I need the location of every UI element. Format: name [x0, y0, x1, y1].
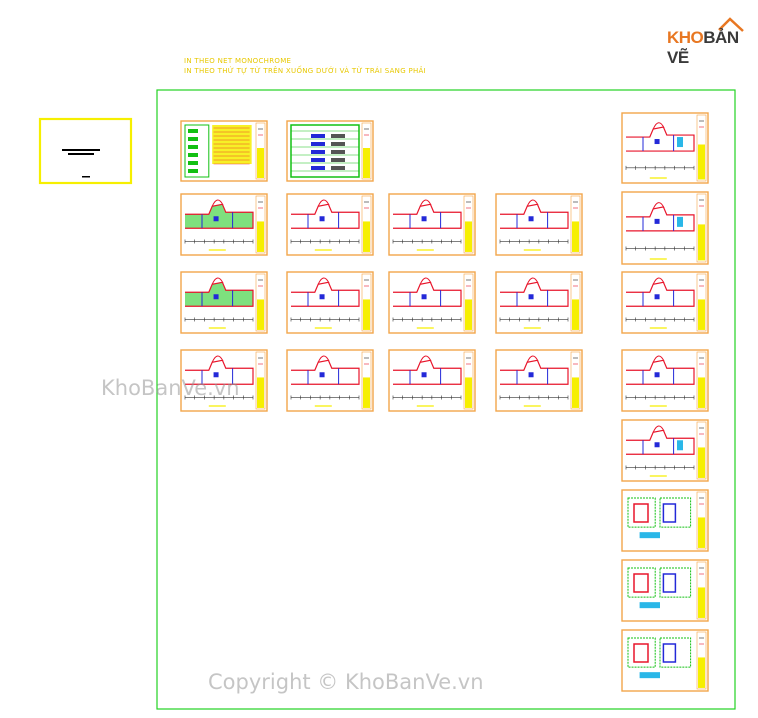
drawing-sheet-s1 — [180, 120, 268, 182]
drawing-sheet-r2c3 — [388, 271, 476, 334]
drawing-sheet-col8 — [621, 629, 709, 692]
kho-ban-ve-logo: KHOBẢN VẼ — [667, 14, 747, 67]
drawing-sheet-col1 — [621, 112, 709, 184]
drawing-sheet-col2 — [621, 191, 709, 265]
watermark-bottom: Copyright © KhoBanVe.vn — [208, 670, 484, 694]
drawing-sheet-r1c4 — [495, 193, 583, 256]
drawing-sheet-r1c1 — [180, 193, 268, 256]
drawing-sheet-col3 — [621, 271, 709, 334]
drawing-sheet-col5 — [621, 419, 709, 482]
drawing-sheet-r1c3 — [388, 193, 476, 256]
drawing-sheet-r3c3 — [388, 349, 476, 412]
print-note-line1: IN THEO NET MONOCHROME — [184, 57, 292, 65]
watermark-middle: KhoBanVe.vn — [101, 376, 240, 400]
drawing-sheet-r2c4 — [495, 271, 583, 334]
logo-part1: KHO — [667, 28, 704, 47]
drawing-sheet-col4 — [621, 349, 709, 412]
print-note-line2: IN THEO THỨ TỰ TỪ TRÊN XUỐNG DƯỚI VÀ TỪ … — [184, 67, 427, 75]
drawing-sheet-r1c2 — [286, 193, 374, 256]
drawing-sheet-r2c1 — [180, 271, 268, 334]
title-block — [38, 117, 133, 185]
drawing-sheet-s2 — [286, 120, 374, 182]
drawing-sheet-col7 — [621, 559, 709, 622]
drawing-sheet-r3c2 — [286, 349, 374, 412]
drawing-sheet-r2c2 — [286, 271, 374, 334]
logo-part2: BẢN VẼ — [667, 28, 739, 67]
sheets-group — [180, 112, 709, 692]
roof-icon — [718, 17, 744, 32]
drawing-sheet-col6 — [621, 489, 709, 552]
layout-frame — [156, 89, 736, 710]
drawing-sheet-r3c1 — [180, 349, 268, 412]
drawing-sheet-r3c4 — [495, 349, 583, 412]
